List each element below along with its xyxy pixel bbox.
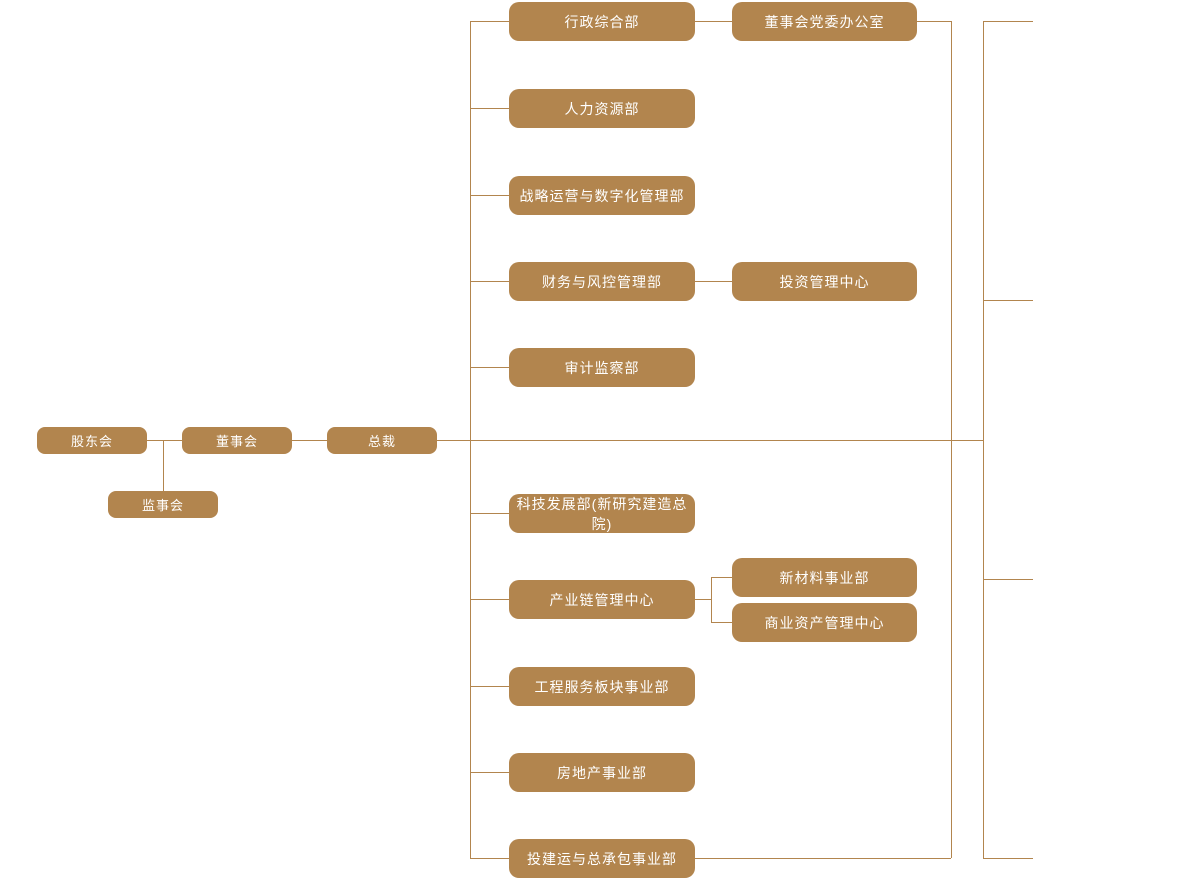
connector-stub-tech bbox=[470, 513, 509, 514]
node-real-estate-division: 房地产事业部 bbox=[509, 753, 695, 792]
node-finance-risk-dept-label: 财务与风控管理部 bbox=[542, 273, 662, 290]
connector-right-stub-1 bbox=[983, 21, 1033, 22]
connector-finance-investment bbox=[695, 281, 732, 282]
node-supervisory-board: 监事会 bbox=[108, 491, 218, 518]
node-admin-general-dept-label: 行政综合部 bbox=[564, 13, 640, 30]
connector-board-president bbox=[292, 440, 327, 441]
node-audit-supervision-dept-label: 审计监察部 bbox=[564, 359, 640, 376]
node-admin-general-dept: 行政综合部 bbox=[509, 2, 695, 41]
connector-right-rail-inner bbox=[951, 21, 952, 858]
connector-stub-admin bbox=[470, 21, 509, 22]
node-board-of-directors: 董事会 bbox=[182, 427, 292, 454]
connector-admin-party-office bbox=[695, 21, 732, 22]
node-strategy-digital-dept: 战略运营与数字化管理部 bbox=[509, 176, 695, 215]
connector-stub-finance bbox=[470, 281, 509, 282]
node-commercial-asset-center: 商业资产管理中心 bbox=[732, 603, 917, 642]
connector-stub-hr bbox=[470, 108, 509, 109]
node-tech-development-dept-label: 科技发展部(新研究建造总院) bbox=[516, 495, 688, 532]
node-finance-risk-dept: 财务与风控管理部 bbox=[509, 262, 695, 301]
node-board-of-directors-label: 董事会 bbox=[215, 434, 258, 449]
connector-president-main bbox=[437, 440, 983, 441]
connector-industry-chain-elbow bbox=[711, 577, 712, 623]
node-industry-chain-center-label: 产业链管理中心 bbox=[549, 591, 655, 608]
node-real-estate-division-label: 房地产事业部 bbox=[557, 764, 647, 781]
connector-stub-commercial-assets bbox=[711, 622, 732, 623]
node-hr-dept: 人力资源部 bbox=[509, 89, 695, 128]
node-board-party-office-label: 董事会党委办公室 bbox=[764, 13, 885, 30]
connector-stub-audit bbox=[470, 367, 509, 368]
node-industry-chain-center: 产业链管理中心 bbox=[509, 580, 695, 619]
connector-epc-rail bbox=[695, 858, 951, 859]
connector-shareholders-board bbox=[146, 440, 182, 441]
node-shareholders-meeting: 股东会 bbox=[37, 427, 147, 454]
connector-stub-strategy bbox=[470, 195, 509, 196]
node-hr-dept-label: 人力资源部 bbox=[564, 100, 640, 117]
node-epc-division-label: 投建运与总承包事业部 bbox=[527, 850, 677, 867]
node-supervisory-board-label: 监事会 bbox=[141, 498, 184, 513]
connector-industry-chain-branch bbox=[695, 599, 711, 600]
node-president-label: 总裁 bbox=[367, 434, 396, 449]
node-engineering-services-division: 工程服务板块事业部 bbox=[509, 667, 695, 706]
node-commercial-asset-center-label: 商业资产管理中心 bbox=[764, 614, 885, 631]
node-shareholders-meeting-label: 股东会 bbox=[70, 434, 113, 449]
node-president: 总裁 bbox=[327, 427, 437, 454]
connector-supervisory-drop bbox=[163, 440, 164, 491]
node-tech-development-dept: 科技发展部(新研究建造总院) bbox=[509, 494, 695, 533]
connector-stub-real-estate bbox=[470, 772, 509, 773]
node-strategy-digital-dept-label: 战略运营与数字化管理部 bbox=[519, 187, 685, 204]
node-investment-center: 投资管理中心 bbox=[732, 262, 917, 301]
node-board-party-office: 董事会党委办公室 bbox=[732, 2, 917, 41]
connector-right-stub-2 bbox=[983, 300, 1033, 301]
node-epc-division: 投建运与总承包事业部 bbox=[509, 839, 695, 878]
node-new-materials-division: 新材料事业部 bbox=[732, 558, 917, 597]
connector-right-rail-outer bbox=[983, 21, 984, 858]
node-new-materials-division-label: 新材料事业部 bbox=[779, 569, 870, 586]
connector-party-office-rail bbox=[917, 21, 951, 22]
connector-right-stub-4 bbox=[983, 858, 1033, 859]
node-engineering-services-division-label: 工程服务板块事业部 bbox=[534, 678, 670, 695]
node-audit-supervision-dept: 审计监察部 bbox=[509, 348, 695, 387]
connector-right-stub-3 bbox=[983, 579, 1033, 580]
connector-stub-engineering bbox=[470, 686, 509, 687]
connector-stub-new-materials bbox=[711, 577, 732, 578]
connector-stub-epc bbox=[470, 858, 509, 859]
connector-stub-industry-chain bbox=[470, 599, 509, 600]
node-investment-center-label: 投资管理中心 bbox=[779, 273, 870, 290]
connector-left-spine bbox=[470, 21, 471, 858]
